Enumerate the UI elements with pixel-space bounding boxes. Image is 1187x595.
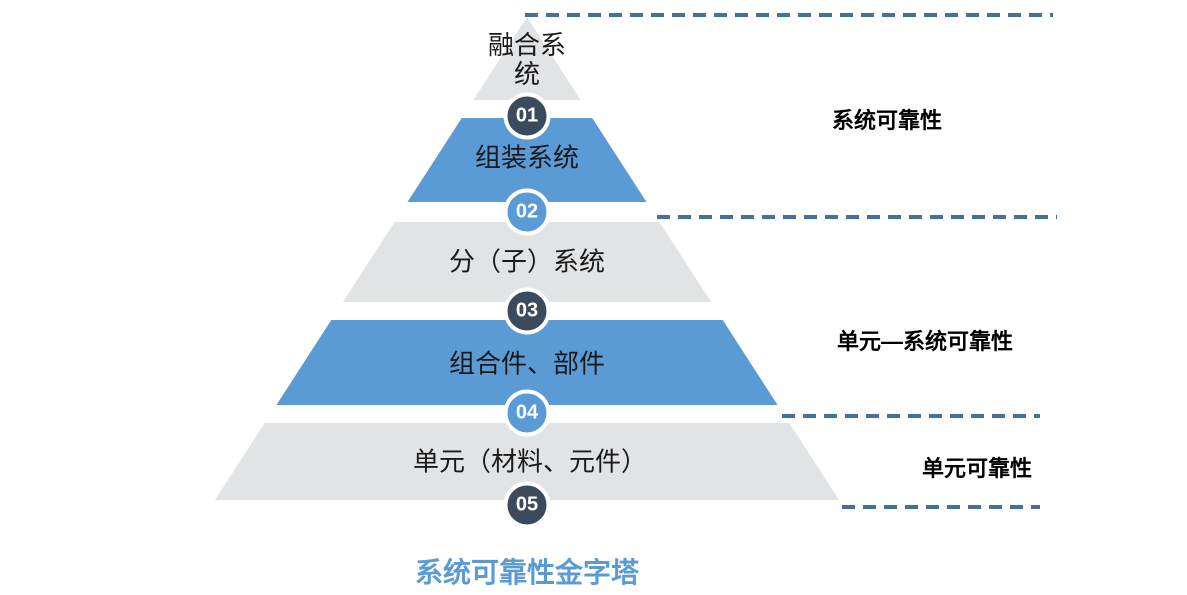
level-4-label: 组合件、部件 — [448, 348, 606, 379]
diagram-title: 系统可靠性金字塔 — [414, 557, 640, 588]
rank-badge-04: 04 — [503, 389, 551, 437]
pyramid-level-4-shape — [276, 320, 778, 405]
level-5-label: 单元（材料、元件） — [412, 446, 648, 477]
side-label-unit-reliability: 单元可靠性 — [922, 456, 1033, 481]
pyramid-level-1-shape — [473, 17, 581, 100]
level-1-label: 融合系统 — [487, 30, 566, 89]
pyramid-level-3-shape — [342, 222, 712, 302]
rank-badge-05: 05 — [503, 481, 551, 529]
rank-badge-03: 03 — [503, 287, 551, 335]
pyramid-level-2-shape — [407, 118, 647, 202]
rank-badge-02: 02 — [503, 188, 551, 236]
level-2-label: 组装系统 — [474, 142, 580, 173]
pyramid-level-5-shape — [215, 423, 839, 500]
rank-badge-01: 01 — [503, 92, 551, 140]
side-label-unit-system-reliability: 单元—系统可靠性 — [837, 329, 1014, 354]
level-3-label: 分（子）系统 — [448, 246, 606, 277]
side-label-system-reliability: 系统可靠性 — [832, 108, 943, 133]
